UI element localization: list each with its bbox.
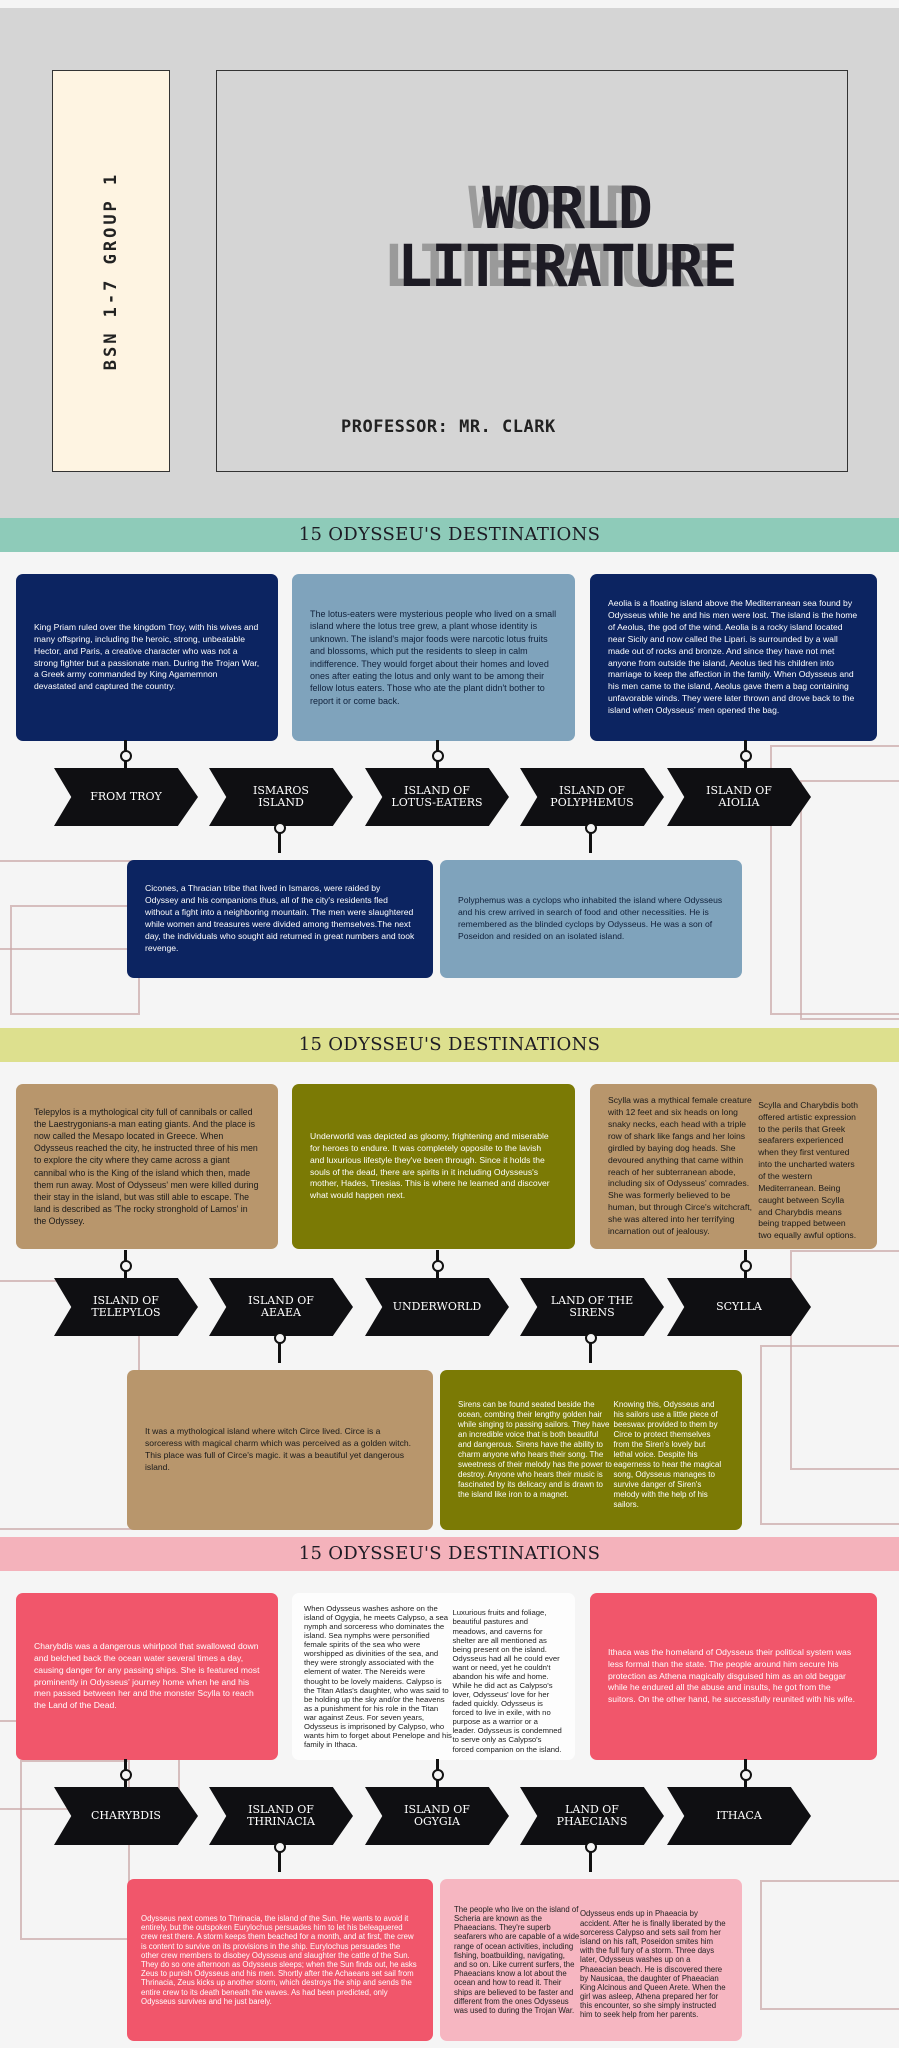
title-line-2: LITERATURE [397, 232, 737, 300]
title-line-1: WORLD [482, 174, 653, 242]
connector-dot [273, 822, 286, 834]
connector-dot [739, 750, 752, 762]
connector-dot [119, 750, 132, 762]
connector-dot [119, 1260, 132, 1272]
destination-label: SCYLLA [667, 1278, 811, 1336]
connector-line [278, 1333, 281, 1363]
bottom-info-card: Odysseus next comes to Thrinacia, the is… [127, 1879, 433, 2041]
bottom-info-card: The people who live on the island of Sch… [440, 1879, 742, 2041]
section-heading: 15 ODYSSEU'S DESTINATIONS [0, 518, 899, 552]
connector-dot [119, 1769, 132, 1781]
connector-dot [431, 1260, 444, 1272]
connector-line [278, 1842, 281, 1872]
connector-dot [431, 1769, 444, 1781]
connector-dot [273, 1332, 286, 1344]
destination-label: ISLAND OF TELEPYLOS [54, 1278, 198, 1336]
destination-label: ISMAROS ISLAND [209, 768, 353, 826]
destination-label: FROM TROY [54, 768, 198, 826]
destination-label: ISLAND OF OGYGIA [365, 1787, 509, 1845]
connector-dot [584, 1841, 597, 1853]
top-info-card: Scylla was a mythical female creature wi… [590, 1084, 877, 1249]
group-label-box: BSN 1-7 GROUP 1 [52, 70, 170, 472]
top-info-card: Underworld was depicted as gloomy, frigh… [292, 1084, 575, 1249]
top-info-card: Telepylos is a mythological city full of… [16, 1084, 278, 1249]
bottom-info-card: It was a mythological island where witch… [127, 1370, 433, 1530]
destination-label: UNDERWORLD [365, 1278, 509, 1336]
destination-label: ISLAND OF POLYPHEMUS [520, 768, 664, 826]
connector-line [278, 823, 281, 853]
top-info-card: King Priam ruled over the kingdom Troy, … [16, 574, 278, 741]
bottom-info-card: Polyphemus was a cyclops who inhabited t… [440, 860, 742, 978]
section-heading: 15 ODYSSEU'S DESTINATIONS [0, 1028, 899, 1062]
connector-dot [739, 1769, 752, 1781]
bottom-info-card: Sirens can be found seated beside the oc… [440, 1370, 742, 1530]
destination-label: ISLAND OF AIOLIA [667, 768, 811, 826]
top-info-card: Ithaca was the homeland of Odysseus thei… [590, 1593, 877, 1760]
destination-label: ITHACA [667, 1787, 811, 1845]
top-info-card: When Odysseus washes ashore on the islan… [292, 1593, 575, 1760]
connector-line [589, 1842, 592, 1872]
group-label: BSN 1-7 GROUP 1 [101, 171, 121, 371]
connector-dot [584, 1332, 597, 1344]
top-info-card: Aeolia is a floating island above the Me… [590, 574, 877, 741]
destination-label: LAND OF THE SIRENS [520, 1278, 664, 1336]
connector-line [589, 823, 592, 853]
section-heading: 15 ODYSSEU'S DESTINATIONS [0, 1537, 899, 1571]
connector-dot [431, 750, 444, 762]
destination-label: CHARYBDIS [54, 1787, 198, 1845]
destination-label: ISLAND OF THRINACIA [209, 1787, 353, 1845]
bottom-info-card: Cicones, a Thracian tribe that lived in … [127, 860, 433, 978]
connector-dot [273, 1841, 286, 1853]
connector-dot [739, 1260, 752, 1272]
destination-label: ISLAND OF AEAEA [209, 1278, 353, 1336]
professor-label: PROFESSOR: MR. CLARK [341, 417, 556, 437]
top-info-card: The lotus-eaters were mysterious people … [292, 574, 575, 741]
destination-label: LAND OF PHAECIANS [520, 1787, 664, 1845]
destination-label: ISLAND OF LOTUS-EATERS [365, 768, 509, 826]
connector-dot [584, 822, 597, 834]
top-info-card: Charybdis was a dangerous whirlpool that… [16, 1593, 278, 1760]
connector-line [589, 1333, 592, 1363]
